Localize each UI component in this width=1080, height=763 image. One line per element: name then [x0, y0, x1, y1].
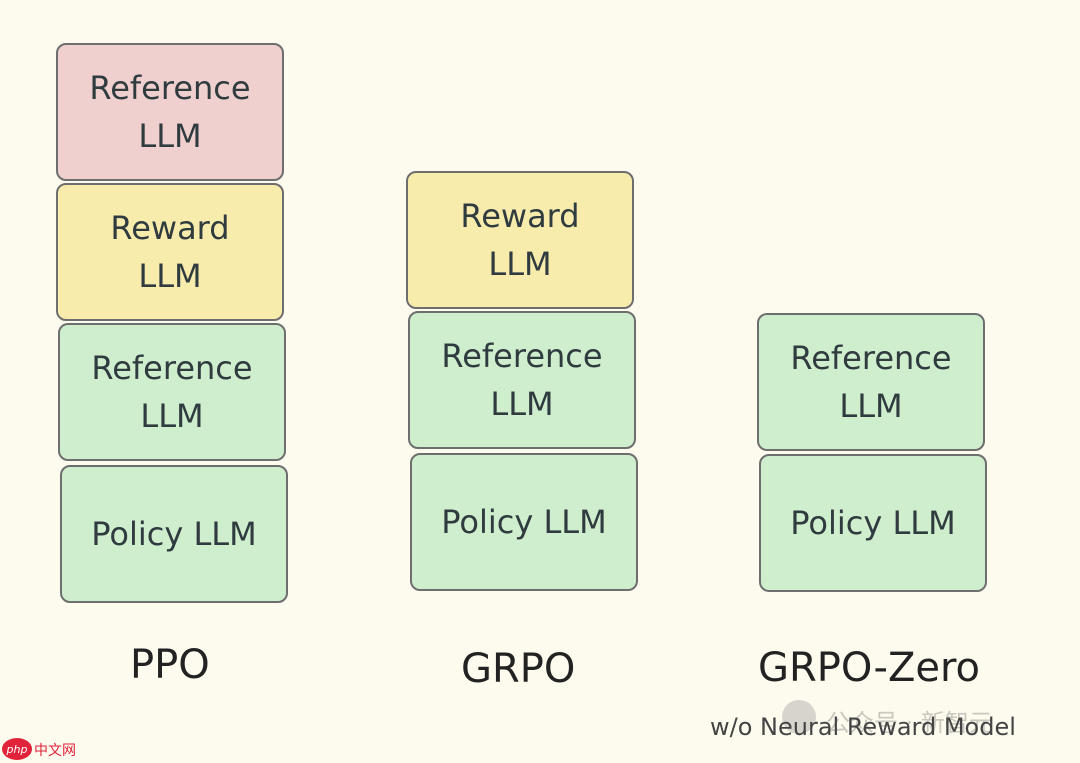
- php-site-text: 中文网: [34, 743, 76, 759]
- ppo-reference-llm-frozen-block: Reference LLM: [56, 43, 284, 181]
- ppo-label: PPO: [130, 642, 210, 688]
- grpo-policy-llm-block: Policy LLM: [410, 453, 638, 591]
- ppo-reward-llm-block: Reward LLM: [56, 183, 284, 321]
- wechat-watermark-icon: [782, 700, 816, 734]
- grpo-zero-reference-llm-block: Reference LLM: [757, 313, 985, 451]
- grpo-reward-llm-block: Reward LLM: [406, 171, 634, 309]
- ppo-reference-llm-block: Reference LLM: [58, 323, 286, 461]
- grpo-zero-sublabel: w/o Neural Reward Model: [710, 713, 1016, 741]
- ppo-policy-llm-block: Policy LLM: [60, 465, 288, 603]
- grpo-zero-label: GRPO-Zero: [758, 645, 980, 691]
- php-logo-icon: php: [2, 738, 32, 760]
- grpo-zero-policy-llm-block: Policy LLM: [759, 454, 987, 592]
- wechat-watermark-text: 公众号 · 新智元: [826, 709, 993, 737]
- grpo-label: GRPO: [461, 646, 576, 692]
- grpo-reference-llm-block: Reference LLM: [408, 311, 636, 449]
